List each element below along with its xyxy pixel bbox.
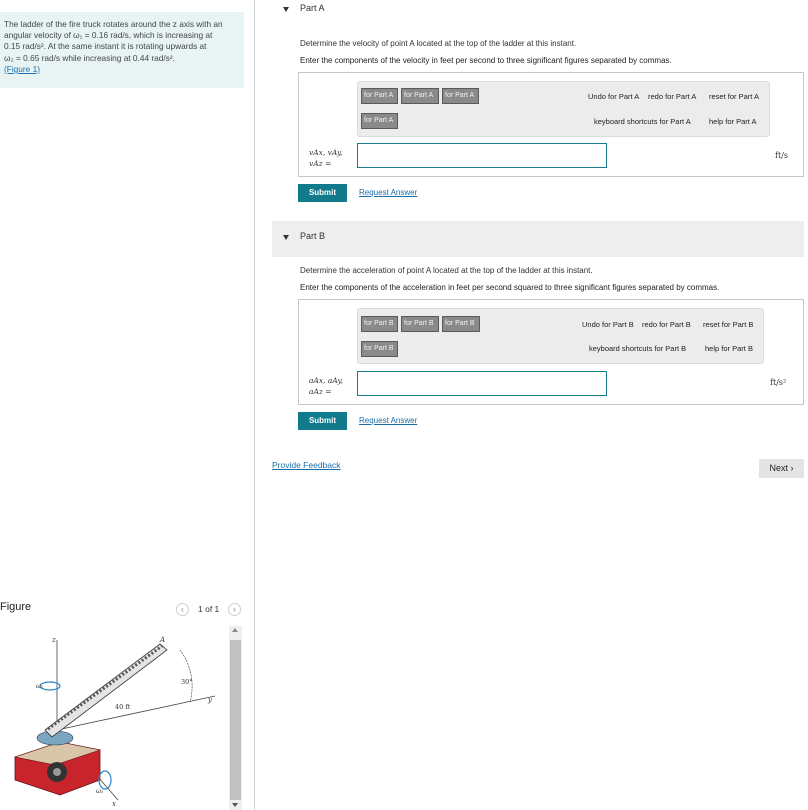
length-label: 40 ft	[115, 703, 131, 711]
problem-line-4: ω₂ = 0.65 rad/s while increasing at 0.44…	[4, 52, 175, 63]
figure-pager: 1 of 1	[198, 604, 220, 614]
angle-label: 30°	[181, 678, 193, 686]
omega1-label: ω₁	[36, 683, 43, 690]
part-a-reset-button[interactable]: reset for Part A	[709, 92, 760, 101]
part-b-reset-button[interactable]: reset for Part B	[703, 320, 754, 329]
ladder	[44, 643, 168, 738]
angle-arc	[179, 649, 193, 703]
part-a-question: Determine the velocity of point A locate…	[300, 39, 577, 48]
figure-title: Figure	[0, 601, 32, 613]
part-b-variable-label: aAx, aAy, aAz =	[309, 375, 343, 397]
scroll-down-icon[interactable]	[232, 803, 238, 807]
x-axis-label: x	[112, 800, 116, 808]
part-b-instruction: Enter the components of the acceleration…	[300, 283, 720, 292]
prev-figure-button[interactable]: ‹	[176, 603, 189, 616]
chevron-left-icon: ‹	[181, 604, 184, 614]
part-a-request-answer-link[interactable]: Request Answer	[359, 188, 418, 197]
part-b-question: Determine the acceleration of point A lo…	[300, 266, 593, 275]
y-axis-label: y	[207, 696, 213, 704]
next-figure-button[interactable]: ›	[228, 603, 241, 616]
part-a-template-button[interactable]: for Part A	[361, 88, 398, 104]
provide-feedback-link[interactable]: Provide Feedback	[272, 460, 341, 470]
part-b-unit: ft/s²	[770, 378, 787, 387]
part-b-request-answer-link[interactable]: Request Answer	[359, 416, 418, 425]
part-a-help-button[interactable]: help for Part A	[709, 117, 757, 126]
truck-top	[13, 741, 102, 766]
part-b-symbol-button[interactable]: for Part B	[442, 316, 480, 332]
omega2-label: ω₂	[96, 788, 104, 795]
part-a-more-button[interactable]: for Part A	[361, 113, 398, 129]
wheel-hub-icon	[53, 768, 61, 776]
part-b-vector-button[interactable]: for Part B	[401, 316, 439, 332]
part-b-help-button[interactable]: help for Part B	[705, 344, 753, 353]
part-b-shortcuts-button[interactable]: keyboard shortcuts for Part B	[589, 344, 687, 353]
problem-line-2: angular velocity of ω₁ = 0.16 rad/s, whi…	[4, 30, 213, 41]
fire-truck-figure: z x y ω₁ A 30° 40 ft ω₂	[13, 636, 216, 808]
point-a-label: A	[159, 636, 165, 644]
next-button[interactable]: Next ›	[759, 459, 804, 478]
part-b-redo-button[interactable]: redo for Part B	[642, 320, 691, 329]
part-a-undo-button[interactable]: Undo for Part A	[588, 92, 640, 101]
problem-line-1: The ladder of the fire truck rotates aro…	[4, 19, 223, 29]
part-b-more-button[interactable]: for Part B	[361, 341, 398, 357]
figure-link[interactable]: (Figure 1)	[4, 63, 40, 74]
part-b-var-line-1: aAx, aAy,	[309, 376, 344, 385]
part-a-submit-button[interactable]: Submit	[298, 184, 347, 202]
part-a-shortcuts-button[interactable]: keyboard shortcuts for Part A	[594, 117, 691, 126]
part-a-vector-button[interactable]: for Part A	[401, 88, 439, 104]
part-b-template-button[interactable]: for Part B	[361, 316, 398, 332]
chevron-right-icon: ›	[790, 463, 794, 473]
part-b-var-line-2: aAz =	[309, 387, 332, 396]
part-a-unit: ft/s	[775, 151, 788, 160]
z-axis-label: z	[51, 636, 56, 644]
problem-statement: The ladder of the fire truck rotates aro…	[0, 12, 244, 88]
part-b-submit-button[interactable]: Submit	[298, 412, 347, 430]
part-a-symbol-button[interactable]: for Part A	[442, 88, 479, 104]
part-a-redo-button[interactable]: redo for Part A	[648, 92, 697, 101]
part-b-answer-input[interactable]	[357, 371, 607, 396]
problem-line-3: 0.15 rad/s². At the same instant it is r…	[4, 41, 207, 52]
part-a-instruction: Enter the components of the velocity in …	[300, 56, 672, 65]
scroll-up-icon[interactable]	[232, 628, 238, 632]
scrollbar-thumb[interactable]	[230, 640, 241, 800]
part-a-title[interactable]: Part A	[300, 3, 325, 13]
collapse-caret-icon[interactable]	[283, 7, 289, 12]
part-a-variable-label: vAx, vAy, vAz =	[309, 147, 343, 169]
part-a-answer-input[interactable]	[357, 143, 607, 168]
chevron-right-icon: ›	[233, 604, 236, 614]
omega2-arrow-icon	[98, 770, 112, 790]
part-b-header-bar	[272, 221, 804, 257]
part-b-undo-button[interactable]: Undo for Part B	[582, 320, 634, 329]
part-a-var-line-1: vAx, vAy,	[309, 148, 343, 157]
part-a-var-line-2: vAz =	[309, 159, 332, 168]
collapse-caret-icon[interactable]	[283, 235, 289, 240]
panel-divider	[254, 0, 255, 810]
next-label: Next	[769, 463, 788, 473]
omega1-arrow-icon	[39, 681, 61, 691]
part-b-title[interactable]: Part B	[300, 231, 326, 241]
